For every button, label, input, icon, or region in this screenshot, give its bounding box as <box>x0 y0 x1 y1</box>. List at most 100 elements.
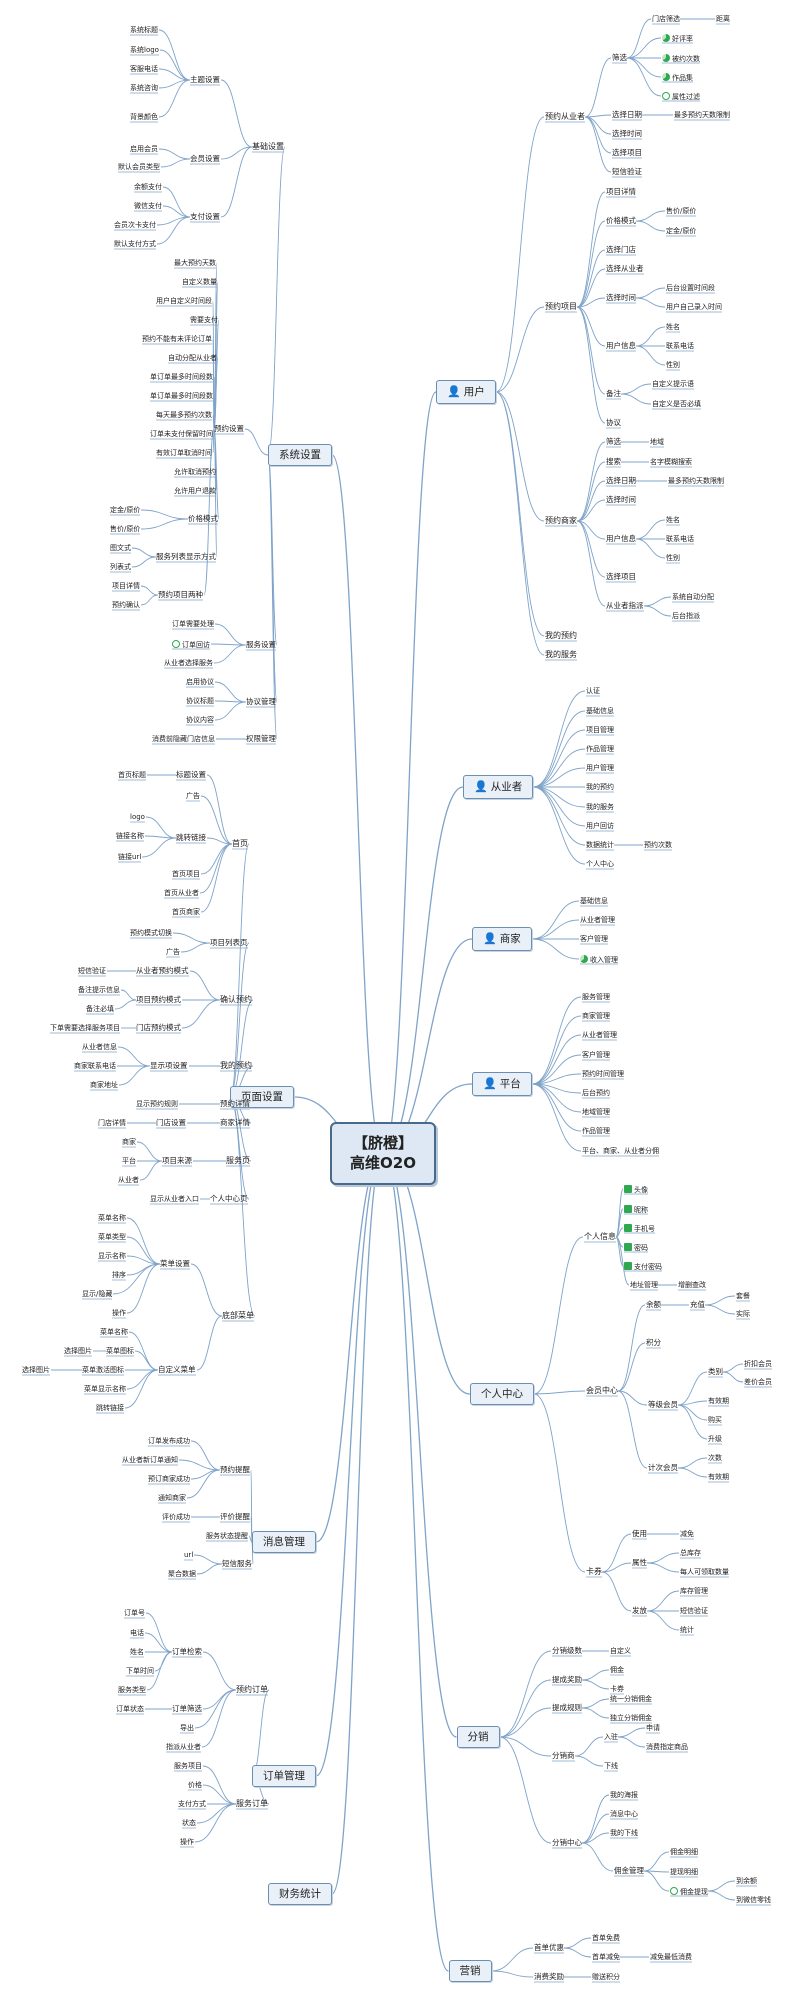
node-o9[interactable]: 导出 <box>180 1724 194 1732</box>
node-c17[interactable]: 折扣会员 <box>744 1360 772 1368</box>
node-p38[interactable]: 显示从业者入口 <box>150 1195 199 1203</box>
node-d14[interactable]: 分销中心 <box>552 1839 582 1847</box>
node-b2[interactable]: 从业者管理 <box>580 916 615 924</box>
node-o2[interactable]: 电话 <box>130 1629 144 1637</box>
node-u30[interactable]: 自定义是否必填 <box>652 400 701 408</box>
node-u31[interactable]: 协议 <box>606 419 621 427</box>
node-p30[interactable]: 门店详情 <box>98 1119 126 1127</box>
node-p39[interactable]: 个人中心页 <box>210 1195 248 1203</box>
node-u2[interactable]: 筛选 <box>612 54 627 62</box>
node-o8[interactable]: 订单筛选 <box>172 1705 202 1713</box>
node-u17[interactable]: 售价/原价 <box>666 207 696 215</box>
branch-personal-center[interactable]: 个人中心 <box>470 1382 534 1405</box>
node-u36[interactable]: 名字模糊搜索 <box>650 458 692 466</box>
node-f2[interactable]: 商家管理 <box>582 1012 610 1020</box>
node-m1[interactable]: 订单发布成功 <box>148 1437 190 1445</box>
node-o15[interactable]: 状态 <box>182 1819 196 1827</box>
node-d13[interactable]: 下线 <box>604 1762 618 1770</box>
node-p28[interactable]: 显示预约规则 <box>136 1100 178 1108</box>
node-s13[interactable]: 会员次卡支付 <box>114 221 156 229</box>
node-u13[interactable]: 短信验证 <box>612 168 642 176</box>
node-u27[interactable]: 性别 <box>666 361 680 369</box>
node-p12[interactable]: 预约模式切换 <box>130 929 172 937</box>
node-p48[interactable]: 选择图片 <box>64 1347 92 1355</box>
node-p36[interactable]: 项目来源 <box>162 1157 192 1165</box>
node-o12[interactable]: 服务项目 <box>174 1762 202 1770</box>
node-u28[interactable]: 备注 <box>606 390 621 398</box>
node-c6[interactable]: 支付密码 <box>624 1261 662 1271</box>
node-s41[interactable]: 从业者选择服务 <box>164 659 213 667</box>
node-c31[interactable]: 发放 <box>632 1607 647 1615</box>
node-m4[interactable]: 通知商家 <box>158 1494 186 1502</box>
node-c21[interactable]: 升级 <box>708 1435 722 1443</box>
node-b3[interactable]: 客户管理 <box>580 935 608 943</box>
node-m9[interactable]: url <box>184 1551 193 1559</box>
node-p9[interactable]: 首页从业者 <box>164 889 199 897</box>
node-d11[interactable]: 申请 <box>646 1724 660 1732</box>
node-r5[interactable]: 用户管理 <box>586 764 614 772</box>
node-m3[interactable]: 预订商家成功 <box>148 1475 190 1483</box>
node-u35[interactable]: 搜索 <box>606 458 621 466</box>
node-c12[interactable]: 套餐 <box>736 1292 750 1300</box>
node-c28[interactable]: 属性 <box>632 1559 647 1567</box>
node-m2[interactable]: 从业者新订单通知 <box>122 1456 178 1464</box>
node-s16[interactable]: 最大预约天数 <box>174 259 216 267</box>
node-p47[interactable]: 菜单名称 <box>100 1328 128 1336</box>
node-p22[interactable]: 确认预约 <box>220 996 252 1004</box>
node-s6[interactable]: 主题设置 <box>190 76 220 84</box>
node-c16[interactable]: 类别 <box>708 1368 723 1376</box>
node-u15[interactable]: 项目详情 <box>606 188 636 196</box>
node-c5[interactable]: 密码 <box>624 1242 648 1252</box>
node-s45[interactable]: 协议内容 <box>186 716 214 724</box>
node-d18[interactable]: 佣金管理 <box>614 1867 644 1875</box>
branch-system-settings[interactable]: 系统设置 <box>268 443 332 466</box>
node-p37[interactable]: 服务页 <box>226 1157 250 1165</box>
node-m6[interactable]: 评价成功 <box>162 1513 190 1521</box>
node-s11[interactable]: 余额支付 <box>134 183 162 191</box>
branch-practitioner[interactable]: 👤从业者 <box>463 775 534 799</box>
node-s18[interactable]: 用户自定义时间段 <box>156 297 212 305</box>
node-p24[interactable]: 商家联系电话 <box>74 1062 116 1070</box>
node-p43[interactable]: 排序 <box>112 1271 126 1279</box>
node-d2[interactable]: 自定义 <box>610 1647 631 1655</box>
node-p53[interactable]: 跳转链接 <box>96 1404 124 1412</box>
node-s20[interactable]: 预约不能有未评论订单 <box>142 335 212 343</box>
node-r8[interactable]: 用户回访 <box>586 822 614 830</box>
node-u6[interactable]: 被约次数 <box>662 53 700 63</box>
node-m7[interactable]: 评价提醒 <box>220 1513 250 1521</box>
node-s19[interactable]: 需要支付 <box>190 316 218 324</box>
node-s47[interactable]: 消费前隐藏门店信息 <box>152 735 215 743</box>
node-c3[interactable]: 昵称 <box>624 1204 648 1214</box>
branch-distribution[interactable]: 分销 <box>456 1725 500 1748</box>
node-c29[interactable]: 总库存 <box>680 1549 701 1557</box>
node-s48[interactable]: 权限管理 <box>246 735 276 743</box>
node-c11[interactable]: 充值 <box>690 1301 705 1309</box>
node-k6[interactable]: 赠送积分 <box>592 1973 620 1981</box>
node-s29[interactable]: 预约设置 <box>214 425 244 433</box>
node-d10[interactable]: 入驻 <box>604 1733 618 1741</box>
node-u1[interactable]: 预约从业者 <box>545 113 585 121</box>
node-r6[interactable]: 我的预约 <box>586 783 614 791</box>
node-p44[interactable]: 显示/隐藏 <box>82 1290 112 1298</box>
node-s7[interactable]: 启用会员 <box>130 145 158 153</box>
node-u38[interactable]: 最多预约天数限制 <box>668 477 724 485</box>
root-topic[interactable]: 【脐橙】高维O2O <box>330 1122 436 1185</box>
node-m10[interactable]: 聚合数据 <box>168 1570 196 1578</box>
node-s24[interactable]: 每天最多预约次数 <box>156 411 212 419</box>
node-s4[interactable]: 系统咨询 <box>130 84 158 92</box>
node-s31[interactable]: 售价/原价 <box>110 525 140 533</box>
node-s33[interactable]: 图文式 <box>110 544 131 552</box>
node-c33[interactable]: 短信验证 <box>680 1607 708 1615</box>
node-s27[interactable]: 允许取消预约 <box>174 468 216 476</box>
node-s30[interactable]: 定金/原价 <box>110 506 140 514</box>
node-p15[interactable]: 短信验证 <box>78 967 106 975</box>
node-d15[interactable]: 我的海报 <box>610 1791 638 1799</box>
node-o7[interactable]: 订单状态 <box>116 1705 144 1713</box>
node-c30[interactable]: 每人可领取数量 <box>680 1568 729 1576</box>
node-m8[interactable]: 服务状态提醒 <box>206 1532 248 1540</box>
node-o16[interactable]: 操作 <box>180 1838 194 1846</box>
node-p34[interactable]: 平台 <box>122 1157 136 1165</box>
node-k4[interactable]: 减免最低消费 <box>650 1953 692 1961</box>
node-f9[interactable]: 平台、商家、从业者分佣 <box>582 1147 659 1155</box>
node-u22[interactable]: 后台设置时间段 <box>666 284 715 292</box>
